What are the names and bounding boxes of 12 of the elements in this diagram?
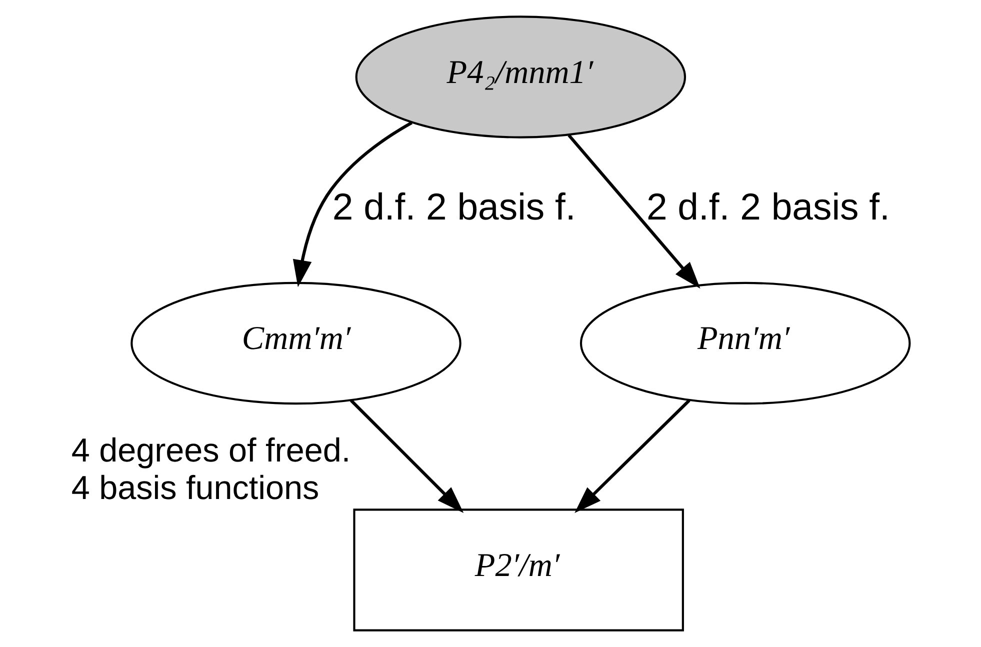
node-ellipse: Pnn′m′ xyxy=(580,282,911,405)
arrow xyxy=(292,121,413,288)
edge-label: 2 d.f. 2 basis f. xyxy=(332,185,576,228)
node-ellipse: Cmm′m′ xyxy=(130,282,462,405)
arrow xyxy=(568,134,700,289)
arrow xyxy=(574,399,690,513)
node-box: P2′/m′ xyxy=(353,508,684,632)
node-ellipse: P4₂/mnm1′ xyxy=(355,16,686,138)
edge-label: 2 d.f. 2 basis f. xyxy=(646,185,890,228)
node-label: 4 basis functions xyxy=(71,470,320,507)
node-label: 4 degrees of freed. xyxy=(71,432,351,470)
arrow xyxy=(350,399,464,513)
